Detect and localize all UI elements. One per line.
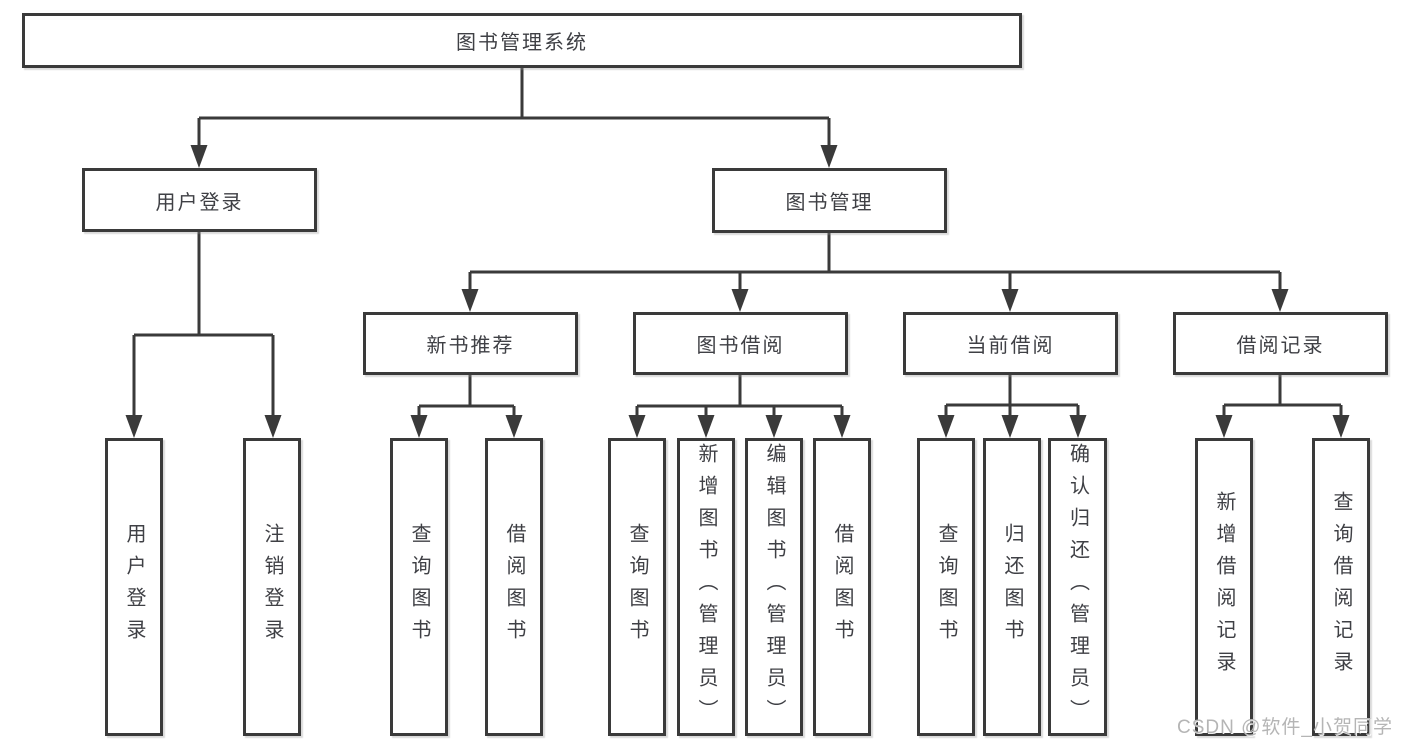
node-query-books-recommend: 查询图书 (390, 438, 448, 736)
node-label: 查询图书 (408, 523, 430, 651)
node-book-management: 图书管理 (712, 168, 947, 233)
node-user-login-leaf: 用户登录 (105, 438, 163, 736)
node-borrow-books-borrowing: 借阅图书 (813, 438, 871, 736)
node-label: 借阅图书 (503, 523, 525, 651)
arrow-down-icon (1069, 415, 1087, 438)
node-query-books-borrowing: 查询图书 (608, 438, 666, 736)
node-return-books: 归还图书 (983, 438, 1041, 736)
node-current-borrowing: 当前借阅 (903, 312, 1118, 375)
arrow-down-icon (1271, 289, 1289, 312)
node-add-books-admin: 新增图书（管理员） (677, 438, 735, 736)
node-label: 新增图书（管理员） (695, 443, 717, 731)
arrow-down-icon (1001, 289, 1019, 312)
node-book-borrowing: 图书借阅 (633, 312, 848, 375)
arrow-down-icon (1001, 415, 1019, 438)
arrow-down-icon (697, 415, 715, 438)
node-label: 查询图书 (935, 523, 957, 651)
node-label: 新增借阅记录 (1213, 491, 1235, 683)
node-borrow-books-recommend: 借阅图书 (485, 438, 543, 736)
arrow-down-icon (628, 415, 646, 438)
arrow-down-icon (125, 415, 143, 438)
node-user-login: 用户登录 (82, 168, 317, 232)
csdn-watermark: CSDN @软件_小贺同学 (1177, 717, 1393, 738)
node-label: 查询借阅记录 (1330, 491, 1352, 683)
node-add-borrow-record: 新增借阅记录 (1195, 438, 1253, 736)
node-label: 注销登录 (261, 523, 283, 651)
node-query-borrow-record: 查询借阅记录 (1312, 438, 1370, 736)
node-new-book-recommend: 新书推荐 (363, 312, 578, 375)
node-label: 归还图书 (1001, 523, 1023, 651)
node-edit-books-admin: 编辑图书（管理员） (745, 438, 803, 736)
node-label: 编辑图书（管理员） (763, 443, 785, 731)
arrow-down-icon (461, 289, 479, 312)
node-label: 借阅图书 (831, 523, 853, 651)
node-confirm-return-admin: 确认归还（管理员） (1048, 438, 1107, 736)
node-root: 图书管理系统 (22, 13, 1022, 68)
arrow-down-icon (264, 415, 282, 438)
arrow-down-icon (410, 415, 428, 438)
arrow-down-icon (937, 415, 955, 438)
node-label: 确认归还（管理员） (1066, 443, 1089, 731)
node-logout: 注销登录 (243, 438, 301, 736)
arrow-down-icon (505, 415, 523, 438)
node-borrow-records: 借阅记录 (1173, 312, 1388, 375)
arrow-down-icon (820, 145, 838, 168)
arrow-down-icon (765, 415, 783, 438)
node-label: 查询图书 (626, 523, 648, 651)
arrow-down-icon (190, 145, 208, 168)
arrow-down-icon (1215, 415, 1233, 438)
node-query-books-current: 查询图书 (917, 438, 975, 736)
node-label: 用户登录 (123, 523, 145, 651)
arrow-down-icon (1332, 415, 1350, 438)
arrow-down-icon (833, 415, 851, 438)
arrow-down-icon (731, 289, 749, 312)
